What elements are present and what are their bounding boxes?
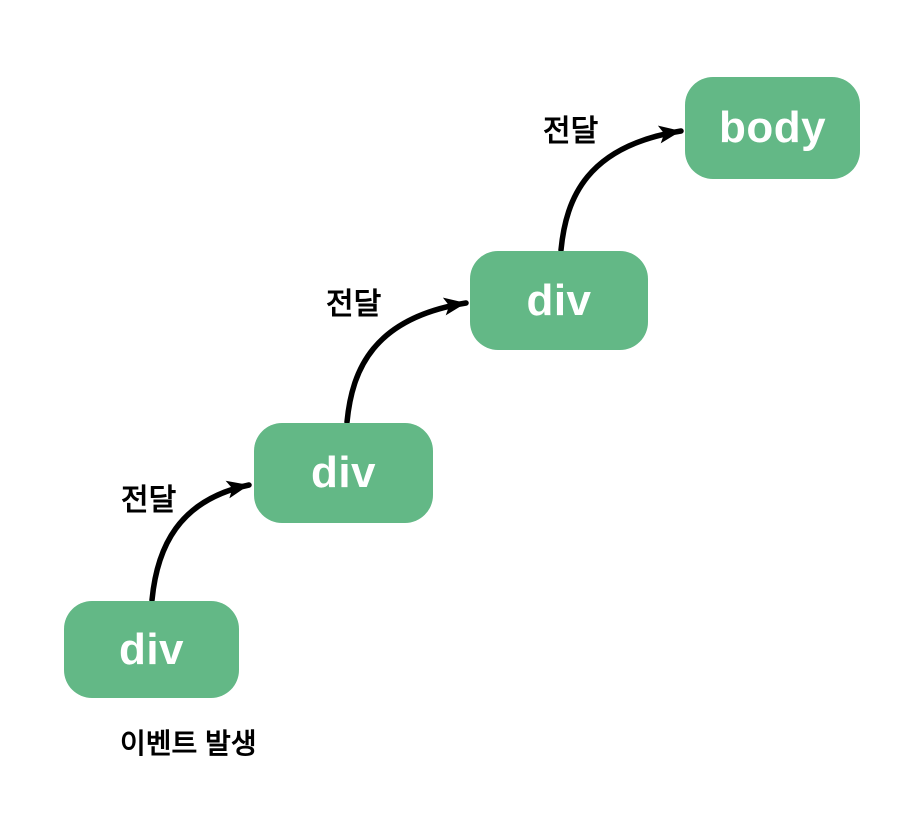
node-label: div bbox=[526, 275, 592, 325]
node-div-middle: div bbox=[254, 423, 433, 523]
edge-label-propagate-1: 전달 bbox=[121, 484, 177, 517]
event-origin-caption: 이벤트 발생 bbox=[120, 728, 257, 759]
node-label: div bbox=[310, 448, 377, 497]
arrow-div3-to-body bbox=[558, 125, 684, 253]
node-body: body bbox=[685, 77, 860, 179]
node-div-upper: div bbox=[470, 251, 648, 350]
node-label: div bbox=[118, 624, 185, 674]
edge-label-propagate-3: 전달 bbox=[543, 115, 599, 148]
edge-label-propagate-2: 전달 bbox=[326, 288, 382, 321]
arrow-div1-to-div2 bbox=[149, 480, 252, 603]
node-label: body bbox=[718, 103, 827, 152]
node-div-source: div bbox=[64, 601, 239, 698]
arrow-div2-to-div3 bbox=[344, 297, 469, 425]
